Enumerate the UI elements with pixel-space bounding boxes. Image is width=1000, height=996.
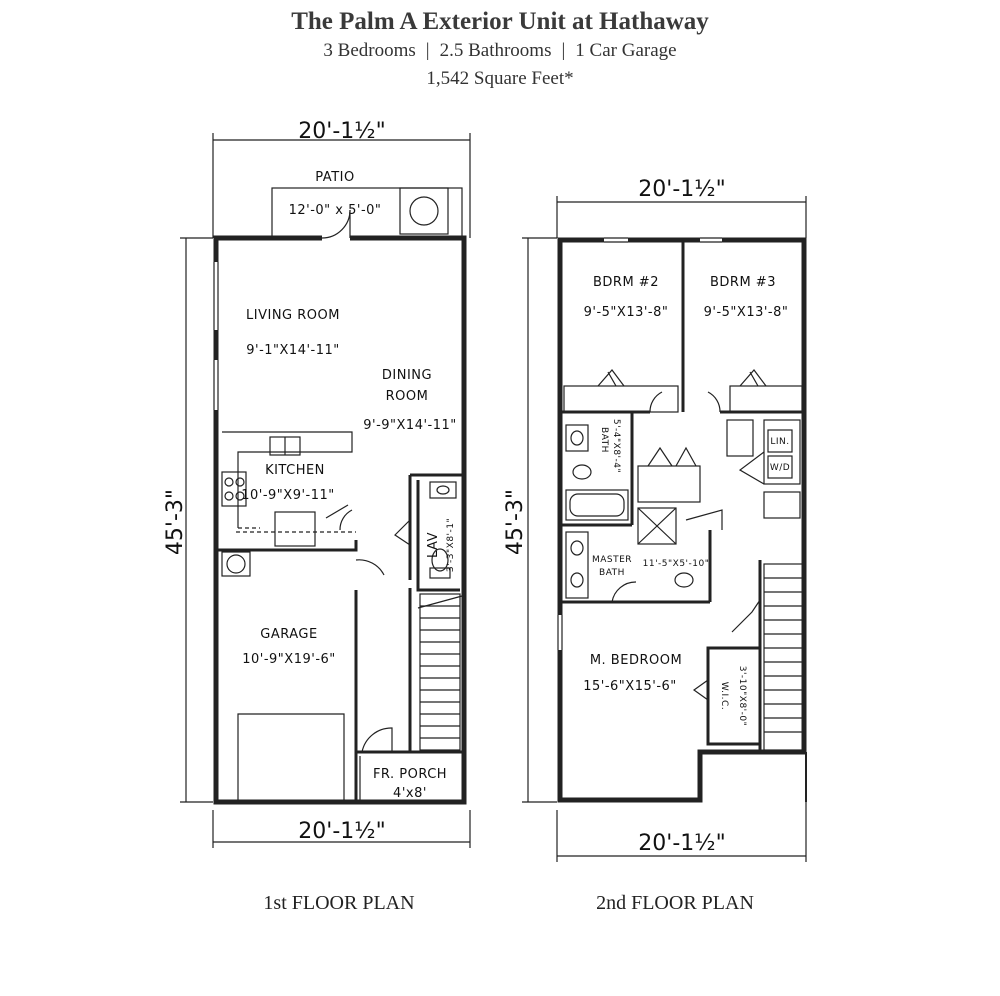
garage-label: GARAGE	[260, 627, 317, 642]
bdrm2-size: 9'-5"X13'-8"	[584, 305, 669, 320]
garage-size: 10'-9"X19'-6"	[242, 652, 336, 667]
master-bedroom-label: M. BEDROOM	[590, 653, 682, 668]
garage-door	[237, 713, 345, 802]
bdrm2-label: BDRM #2	[593, 275, 659, 290]
lav-label: LAV	[426, 532, 441, 558]
master-bath-label: MASTER	[592, 555, 632, 565]
walk-in-closet	[706, 646, 762, 746]
lav-sink-icon	[429, 481, 457, 499]
bedrooms-text: 3 Bedrooms	[323, 40, 416, 61]
second-floor-stairs	[763, 563, 805, 751]
separator: |	[425, 40, 430, 61]
bath-sink-icon	[565, 424, 589, 452]
first-floor-side-dimension: 45'-3"	[163, 489, 188, 555]
bath-size: 5'-4"X8'-4"	[611, 419, 621, 473]
master-bedroom-size: 15'-6"X15'-6"	[583, 679, 677, 694]
front-porch-size: 4'x8'	[393, 786, 427, 801]
bdrm3-label: BDRM #3	[710, 275, 776, 290]
master-vanity-icon	[565, 531, 589, 599]
front-porch-label: FR. PORCH	[373, 767, 447, 782]
bath-toilet-icon	[572, 464, 592, 480]
dining-room-label-line2: ROOM	[386, 389, 429, 404]
hvac-unit	[399, 187, 449, 235]
garage-text: 1 Car Garage	[575, 40, 677, 61]
water-heater-icon	[221, 551, 251, 577]
dining-room-size: 9'-9"X14'-11"	[363, 418, 457, 433]
garage-wall	[216, 540, 358, 552]
patio-label: PATIO	[315, 170, 354, 185]
range-icon	[221, 471, 247, 507]
lav-toilet-tank-icon	[429, 567, 451, 579]
first-floor-plan: 20'-1½" 45'-3" 20'-1½" PATIO 12'-0" x 5'…	[163, 119, 471, 848]
bdrm3-closet	[729, 385, 803, 413]
first-floor-bottom-dimension: 20'-1½"	[298, 819, 385, 844]
first-floor-top-dimension: 20'-1½"	[298, 119, 385, 144]
bdrm3-size: 9'-5"X13'-8"	[704, 305, 789, 320]
master-toilet-icon	[674, 572, 694, 588]
hvac-fan-icon	[409, 196, 439, 226]
living-room-label: LIVING ROOM	[246, 308, 340, 323]
second-floor-plan: 20'-1½" 45'-3" 20'-1½"	[503, 177, 807, 862]
kitchen-counter	[222, 431, 353, 528]
first-floor-stairs	[417, 593, 463, 751]
bathtub-icon	[565, 489, 629, 521]
lav-toilet-icon	[431, 548, 449, 572]
master-bath-size: 11'-5"X5'-10"	[643, 559, 710, 569]
separator: |	[561, 40, 566, 61]
square-feet-text: 1,542 Square Feet*	[426, 68, 574, 89]
laundry-label: W/D	[770, 463, 790, 473]
second-floor-top-dimension: 20'-1½"	[638, 177, 725, 202]
first-floor-caption: 1st FLOOR PLAN	[263, 892, 415, 914]
bathrooms-text: 2.5 Bathrooms	[439, 40, 552, 61]
second-floor-exterior-wall	[557, 237, 807, 803]
wic-label: W.I.C.	[719, 682, 729, 710]
kitchen-size: 10'-9"X9'-11"	[241, 488, 335, 503]
refrigerator-icon	[274, 511, 316, 547]
master-bath-label-line2: BATH	[599, 568, 625, 578]
wic-size: 3'-10"X8'-0"	[737, 666, 747, 727]
second-floor-caption: 2nd FLOOR PLAN	[596, 892, 754, 914]
shower-icon	[637, 507, 677, 545]
linen-closet	[637, 465, 701, 503]
bdrm2-closet	[563, 385, 679, 413]
linen-label: LIN.	[770, 437, 789, 447]
patio-size: 12'-0" x 5'-0"	[289, 203, 382, 218]
plan-subtitle: 3 Bedrooms | 2.5 Bathrooms | 1 Car Garage	[0, 40, 1000, 62]
bath-label: BATH	[599, 427, 609, 453]
plan-title: The Palm A Exterior Unit at Hathaway	[291, 8, 709, 35]
second-floor-bottom-dimension: 20'-1½"	[638, 831, 725, 856]
kitchen-label: KITCHEN	[265, 463, 325, 478]
lav-size: 3'-3"X8'-1"	[446, 518, 456, 572]
dining-room-label: DINING	[382, 368, 432, 383]
second-floor-side-dimension: 45'-3"	[503, 489, 528, 555]
living-room-size: 9'-1"X14'-11"	[246, 343, 340, 358]
